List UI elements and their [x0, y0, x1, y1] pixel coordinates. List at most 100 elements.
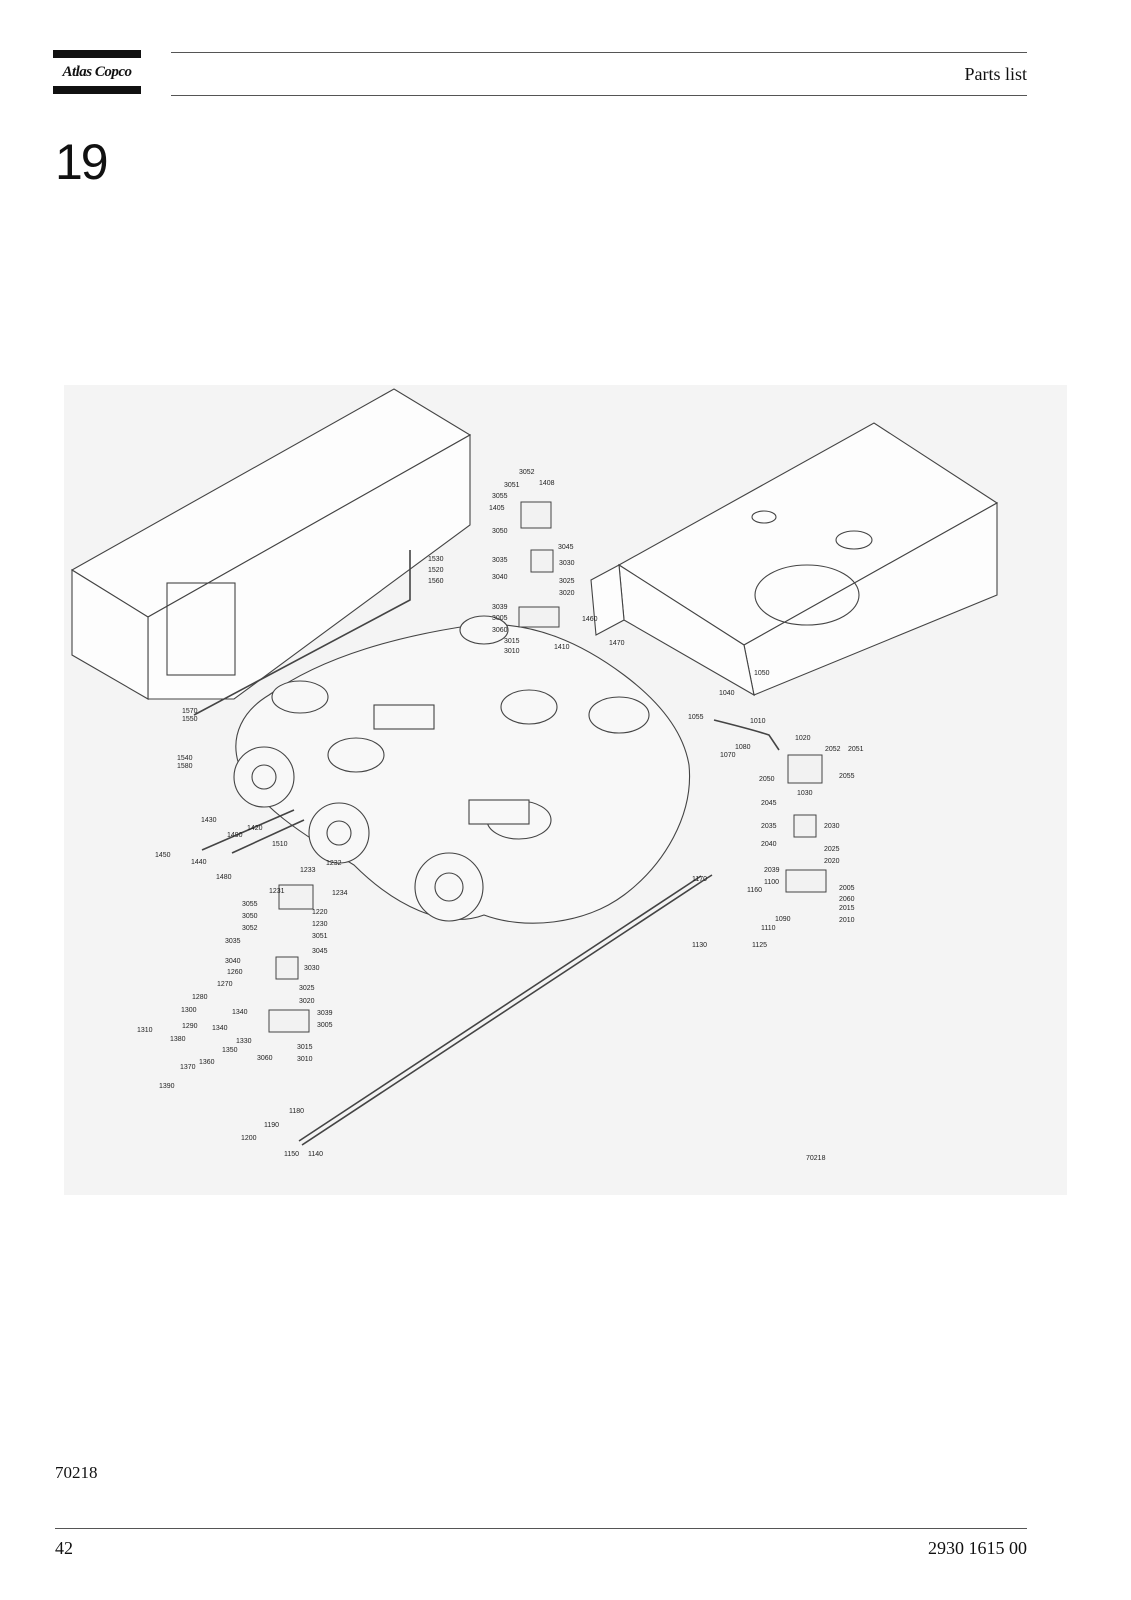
- part-label: 1570: [182, 708, 198, 715]
- document-number: 2930 1615 00: [928, 1538, 1027, 1558]
- part-label: 1055: [688, 714, 704, 721]
- part-label: 3005: [492, 615, 508, 622]
- part-label: 1408: [539, 480, 555, 487]
- part-label: 1200: [241, 1135, 257, 1142]
- part-label: 1460: [582, 616, 598, 623]
- part-label: 1390: [159, 1083, 175, 1090]
- part-label: 3045: [558, 544, 574, 551]
- part-label: 3051: [312, 933, 328, 940]
- part-label: 3035: [492, 557, 508, 564]
- logo-bar-bottom: [53, 86, 141, 94]
- drawing-number: 70218: [806, 1155, 826, 1162]
- part-label: 1540: [177, 755, 193, 762]
- part-label: 1160: [747, 887, 762, 894]
- part-label: 1070: [720, 752, 736, 759]
- header-rule-bottom: [171, 95, 1027, 96]
- part-label: 1110: [761, 925, 776, 932]
- part-label: 2045: [761, 800, 777, 807]
- part-label: 3060: [257, 1055, 273, 1062]
- part-label: 3050: [242, 913, 258, 920]
- part-label: 3015: [297, 1044, 313, 1051]
- part-label: 1330: [236, 1038, 252, 1045]
- part-label: 1233: [300, 867, 316, 874]
- part-label: 3030: [304, 965, 320, 972]
- part-label: 3005: [317, 1022, 333, 1029]
- part-label: 3040: [225, 958, 241, 965]
- header-title: Parts list: [964, 64, 1027, 84]
- skid-frame: [590, 422, 999, 697]
- part-label: 1231: [269, 888, 285, 895]
- part-label: 1470: [609, 640, 625, 647]
- part-label: 3020: [299, 998, 315, 1005]
- part-label: 3052: [519, 469, 535, 476]
- compressor-body: [233, 615, 691, 924]
- part-label: 2052: [825, 746, 841, 753]
- part-label: 1420: [247, 825, 263, 832]
- part-label: 2005: [839, 885, 855, 892]
- part-label: 1340: [212, 1025, 228, 1032]
- part-label: 1270: [217, 981, 233, 988]
- part-label: 1560: [428, 578, 444, 585]
- part-label: 1300: [181, 1007, 197, 1014]
- footer-rule: [55, 1528, 1027, 1529]
- part-label: 2039: [764, 867, 780, 874]
- part-label: 1405: [489, 505, 505, 512]
- part-label: 3051: [504, 482, 520, 489]
- part-label: 3010: [504, 648, 520, 655]
- part-label: 2050: [759, 776, 775, 783]
- section-number: 19: [55, 134, 109, 190]
- part-label: 1100: [764, 879, 779, 886]
- part-label: 1290: [182, 1023, 198, 1030]
- part-label: 1010: [750, 718, 766, 725]
- atlas-copco-logo: Atlas Copco: [53, 50, 141, 94]
- page-number: 42: [55, 1538, 73, 1558]
- part-label: 1040: [719, 690, 735, 697]
- part-label: 3040: [492, 574, 508, 581]
- part-label: 1380: [170, 1036, 186, 1043]
- part-label: 1310: [137, 1027, 153, 1034]
- part-label: 1510: [272, 841, 288, 848]
- part-label: 2055: [839, 773, 855, 780]
- part-label: 1140: [308, 1151, 323, 1158]
- part-label: 3015: [504, 638, 520, 645]
- part-label: 1232: [326, 860, 342, 867]
- part-label: 2020: [824, 858, 840, 865]
- part-label: 1580: [177, 763, 193, 770]
- part-label: 3055: [242, 901, 258, 908]
- part-label: 2051: [848, 746, 864, 753]
- part-label: 2060: [839, 896, 855, 903]
- logo-bar-top: [53, 50, 141, 58]
- part-label: 3052: [242, 925, 258, 932]
- part-label: 1530: [428, 556, 444, 563]
- part-label: 1480: [216, 874, 232, 881]
- part-label: 1350: [222, 1047, 238, 1054]
- part-label: 1080: [735, 744, 751, 751]
- part-label: 3020: [559, 590, 575, 597]
- part-label: 1234: [332, 890, 348, 897]
- part-label: 1150: [284, 1151, 299, 1158]
- part-label: 1520: [428, 567, 444, 574]
- valve-assemblies: [268, 501, 827, 1033]
- part-label: 3035: [225, 938, 241, 945]
- part-label: 3025: [559, 578, 575, 585]
- part-label: 3050: [492, 528, 508, 535]
- part-label: 1090: [775, 916, 791, 923]
- part-label: 1130: [692, 942, 707, 949]
- part-label: 1220: [312, 909, 328, 916]
- part-label: 2025: [824, 846, 840, 853]
- piping: [193, 550, 780, 1146]
- part-label: 1020: [795, 735, 811, 742]
- part-label: 1280: [192, 994, 208, 1001]
- part-label: 1370: [180, 1064, 196, 1071]
- part-label: 2030: [824, 823, 840, 830]
- part-label: 1050: [754, 670, 770, 677]
- part-labels: 3052 1408 3051 3055 1405 3050 3045 3035 3030 3040…: [137, 469, 864, 1158]
- part-label: 1230: [312, 921, 328, 928]
- part-label: 3055: [492, 493, 508, 500]
- part-label: 3045: [312, 948, 328, 955]
- part-label: 3060: [492, 627, 508, 634]
- part-label: 3025: [299, 985, 315, 992]
- header-rule-top: [171, 52, 1027, 53]
- part-label: 2035: [761, 823, 777, 830]
- part-label: 1125: [752, 942, 767, 949]
